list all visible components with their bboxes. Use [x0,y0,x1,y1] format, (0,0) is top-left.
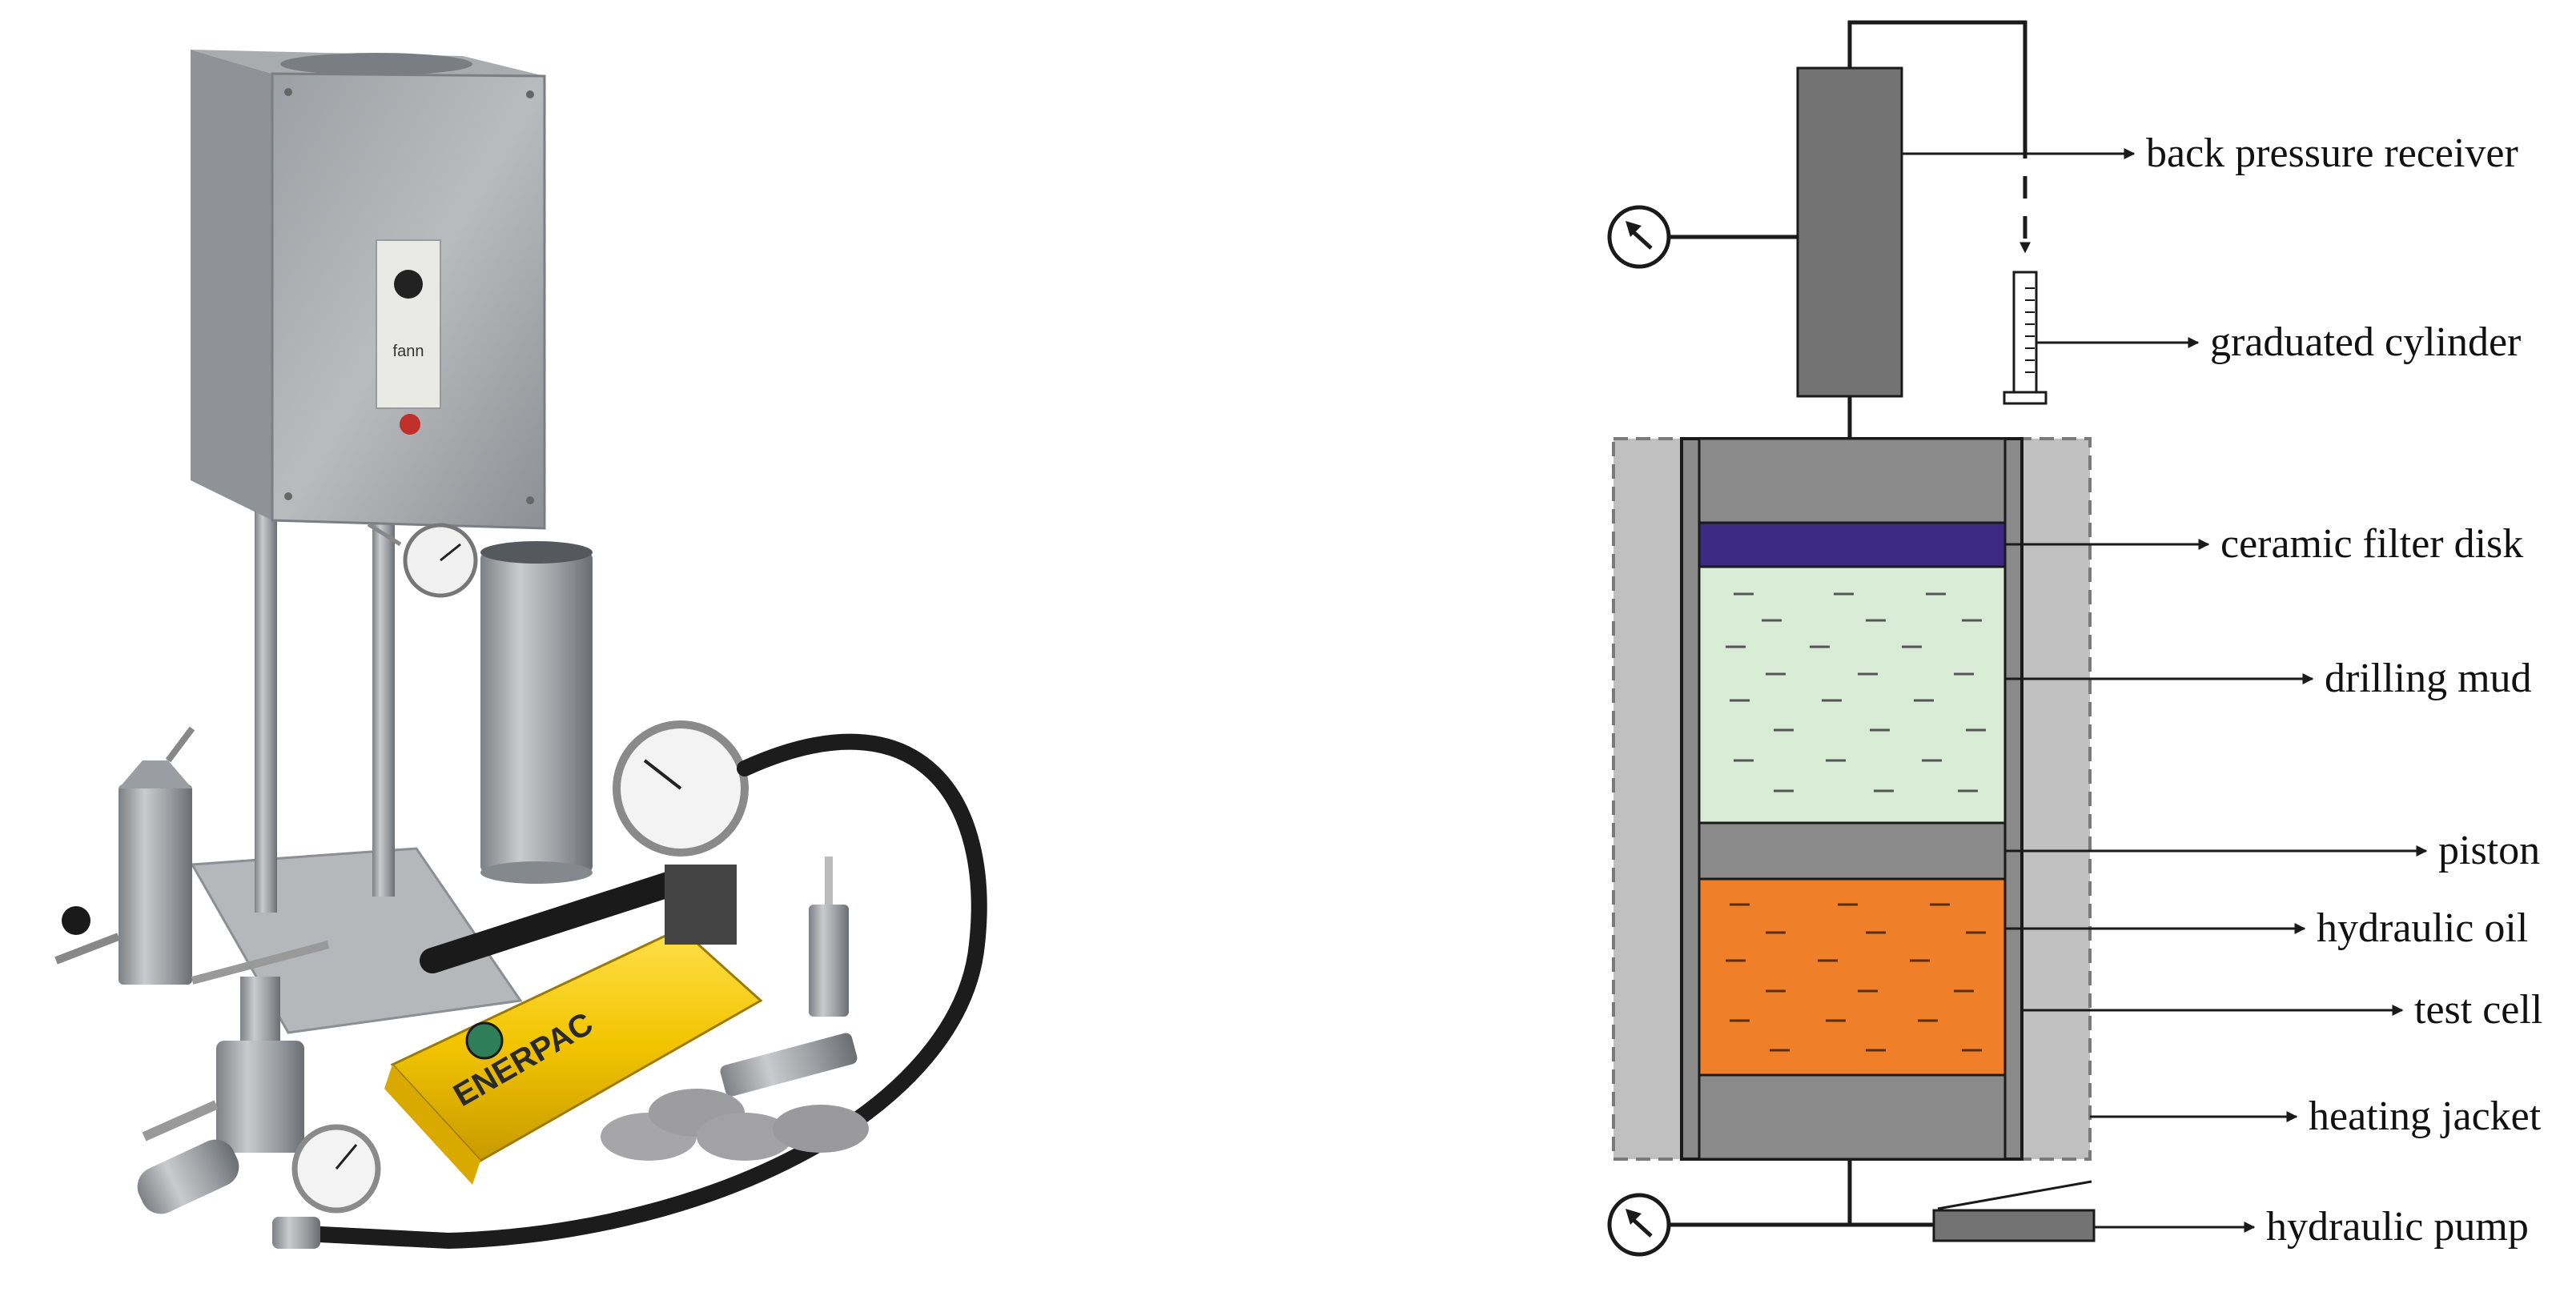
cylinder-tube [2012,271,2038,394]
label-test-cell: test cell [2414,987,2542,1033]
cell-bottom-cap [1698,1073,2007,1161]
top-gauge [1607,205,1798,269]
back-pressure-receiver-vessel [1796,66,1903,398]
receiver-top [119,760,192,788]
label-heating-jacket: heating jacket [2309,1093,2542,1139]
pump-fill-cap-icon [465,1021,504,1060]
label-piston: piston [2438,828,2540,873]
indicator-light-icon [400,414,420,435]
hose-coupler [272,1217,320,1249]
gauge-needle [1632,231,1653,250]
leader-lines [1902,148,2428,1233]
temperature-dial-icon [394,270,423,299]
hydraulic-pump-body [1932,1209,2096,1242]
filter-disk [773,1105,869,1153]
cell-cylinder-top [480,541,593,564]
valve-body [216,1041,304,1153]
pump-head [665,865,737,945]
graduated-cylinder [2003,271,2048,405]
receiver-body [119,784,192,985]
thermometer-needle [440,543,461,562]
cell-top-cap [1698,437,2007,524]
label-drilling-mud: drilling mud [2325,656,2532,701]
control-brand-label: fann [393,343,424,360]
pump-end-cap [384,1065,480,1185]
mud-dashes [1726,592,1986,792]
gauge-needle-head [1626,221,1642,237]
small-gauge-needle [335,1144,358,1170]
fitting-tee [720,1033,858,1097]
label-back-pressure-receiver: back pressure receiver [2146,130,2518,176]
receiver-outlet-pipe [1847,20,2027,136]
hpht-filter-press-photo: fann ENERPAC [54,50,987,1250]
t-handle [191,941,330,985]
screw [526,90,534,98]
receiver-handle [54,933,120,965]
cell-cylinder [480,552,593,873]
piston [1698,821,2007,881]
cell-cylinder-bottom [480,861,593,884]
pump-handle [420,868,693,973]
gauge-needle-head [1626,1209,1642,1225]
stand-rod-left [255,496,277,913]
gauge-needle [1632,1218,1653,1238]
heating-box-opening [280,53,472,75]
ceramic-filter-disk [1698,521,2007,568]
hydraulic-pump-lever [1937,1180,2092,1210]
thermometer-stem [367,522,402,547]
drilling-mud [1698,565,2007,825]
pump-gauge-needle [643,759,682,790]
label-graduated-cylinder: graduated cylinder [2210,319,2521,365]
screw [284,88,292,96]
fitting-vertical [809,905,849,1017]
label-hydraulic-oil: hydraulic oil [2317,905,2528,951]
heating-box-side [191,50,272,520]
hydraulic-oil [1698,877,2007,1077]
temperature-control-panel [376,239,441,409]
screw [284,492,292,500]
oil-dashes [1726,903,1986,1052]
screw [526,496,534,504]
receiver-valve [165,726,195,763]
bottom-gauge [1607,1193,1671,1257]
cylinder-base [2003,391,2048,405]
stand-rod-right [372,496,395,897]
hydraulic-hose [280,733,987,1250]
schematic-diagram: back pressure receiver graduated cylinde… [1607,20,2542,1257]
valve-lever [142,1100,219,1142]
label-ceramic-filter-disk: ceramic filter disk [2220,521,2523,567]
cylinder-graduations [2025,287,2035,373]
receiver-knob [62,906,90,935]
label-hydraulic-pump: hydraulic pump [2266,1204,2529,1250]
valve-outlet [137,1139,239,1214]
filter-disk [697,1113,793,1161]
